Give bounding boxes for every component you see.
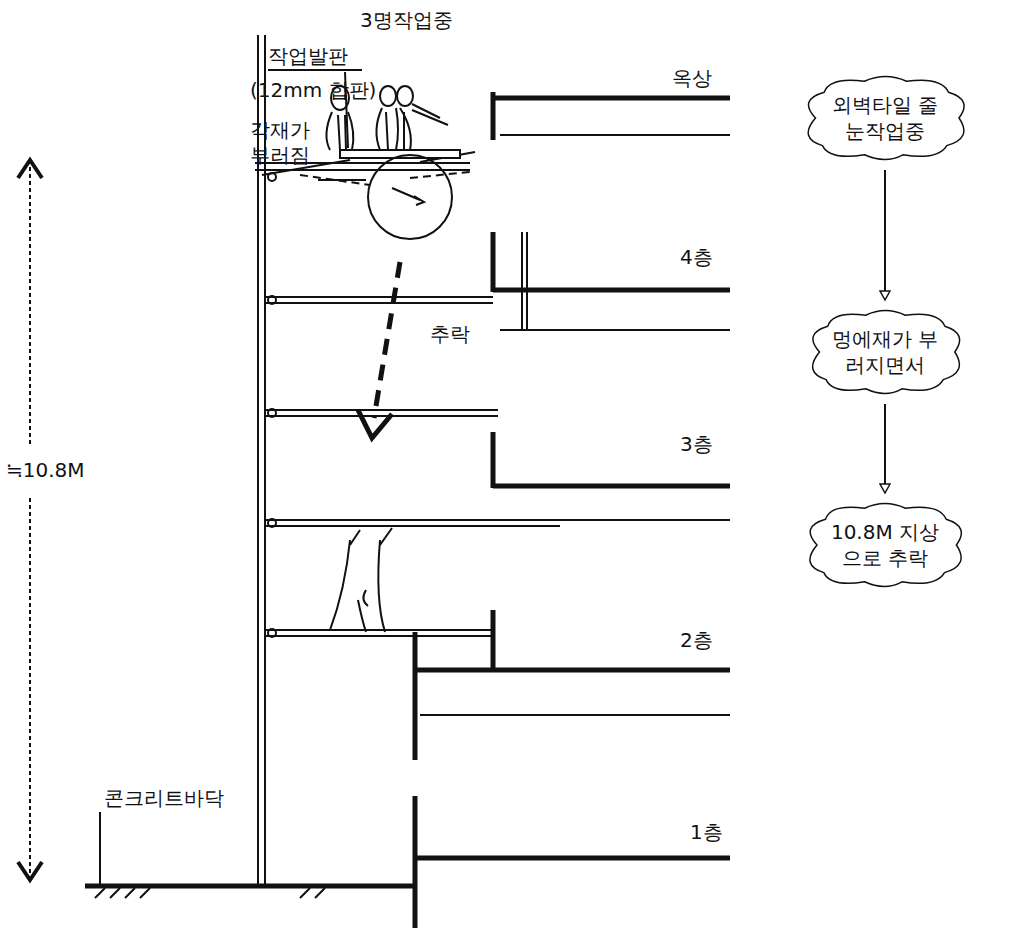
cloud-box: 외벽타일 줄눈작업중 bbox=[798, 72, 973, 164]
annotation-label: (12mm 합판) bbox=[250, 78, 376, 103]
cloud-box: 10.8M 지상으로 추락 bbox=[800, 499, 970, 591]
annotation-label: 추락 bbox=[430, 322, 470, 347]
annotation-label: 각재가 부러짐 bbox=[250, 118, 325, 168]
annotation-label: 2층 bbox=[680, 628, 713, 653]
annotation-label: 4층 bbox=[680, 245, 713, 270]
annotation-label: 작업발판 bbox=[268, 44, 348, 69]
cloud-outline bbox=[803, 306, 968, 398]
annotation-label: 콘크리트바닥 bbox=[104, 786, 224, 811]
annotation-label: 3층 bbox=[680, 432, 713, 457]
cloud-outline bbox=[800, 499, 970, 591]
cloud-text: 멍에재가 부러지면서 bbox=[803, 306, 968, 398]
cloud-text: 외벽타일 줄눈작업중 bbox=[798, 72, 973, 164]
cloud-box: 멍에재가 부러지면서 bbox=[803, 306, 968, 398]
annotation-label: 3명작업중 bbox=[360, 8, 453, 33]
flow-arrow bbox=[884, 170, 886, 300]
flow-arrow bbox=[884, 404, 886, 493]
annotation-label: 옥상 bbox=[672, 66, 712, 91]
annotation-label: ≒10.8M bbox=[6, 458, 85, 483]
cloud-outline bbox=[798, 72, 973, 164]
annotation-label: 1층 bbox=[690, 820, 723, 845]
cloud-text: 10.8M 지상으로 추락 bbox=[800, 499, 970, 591]
